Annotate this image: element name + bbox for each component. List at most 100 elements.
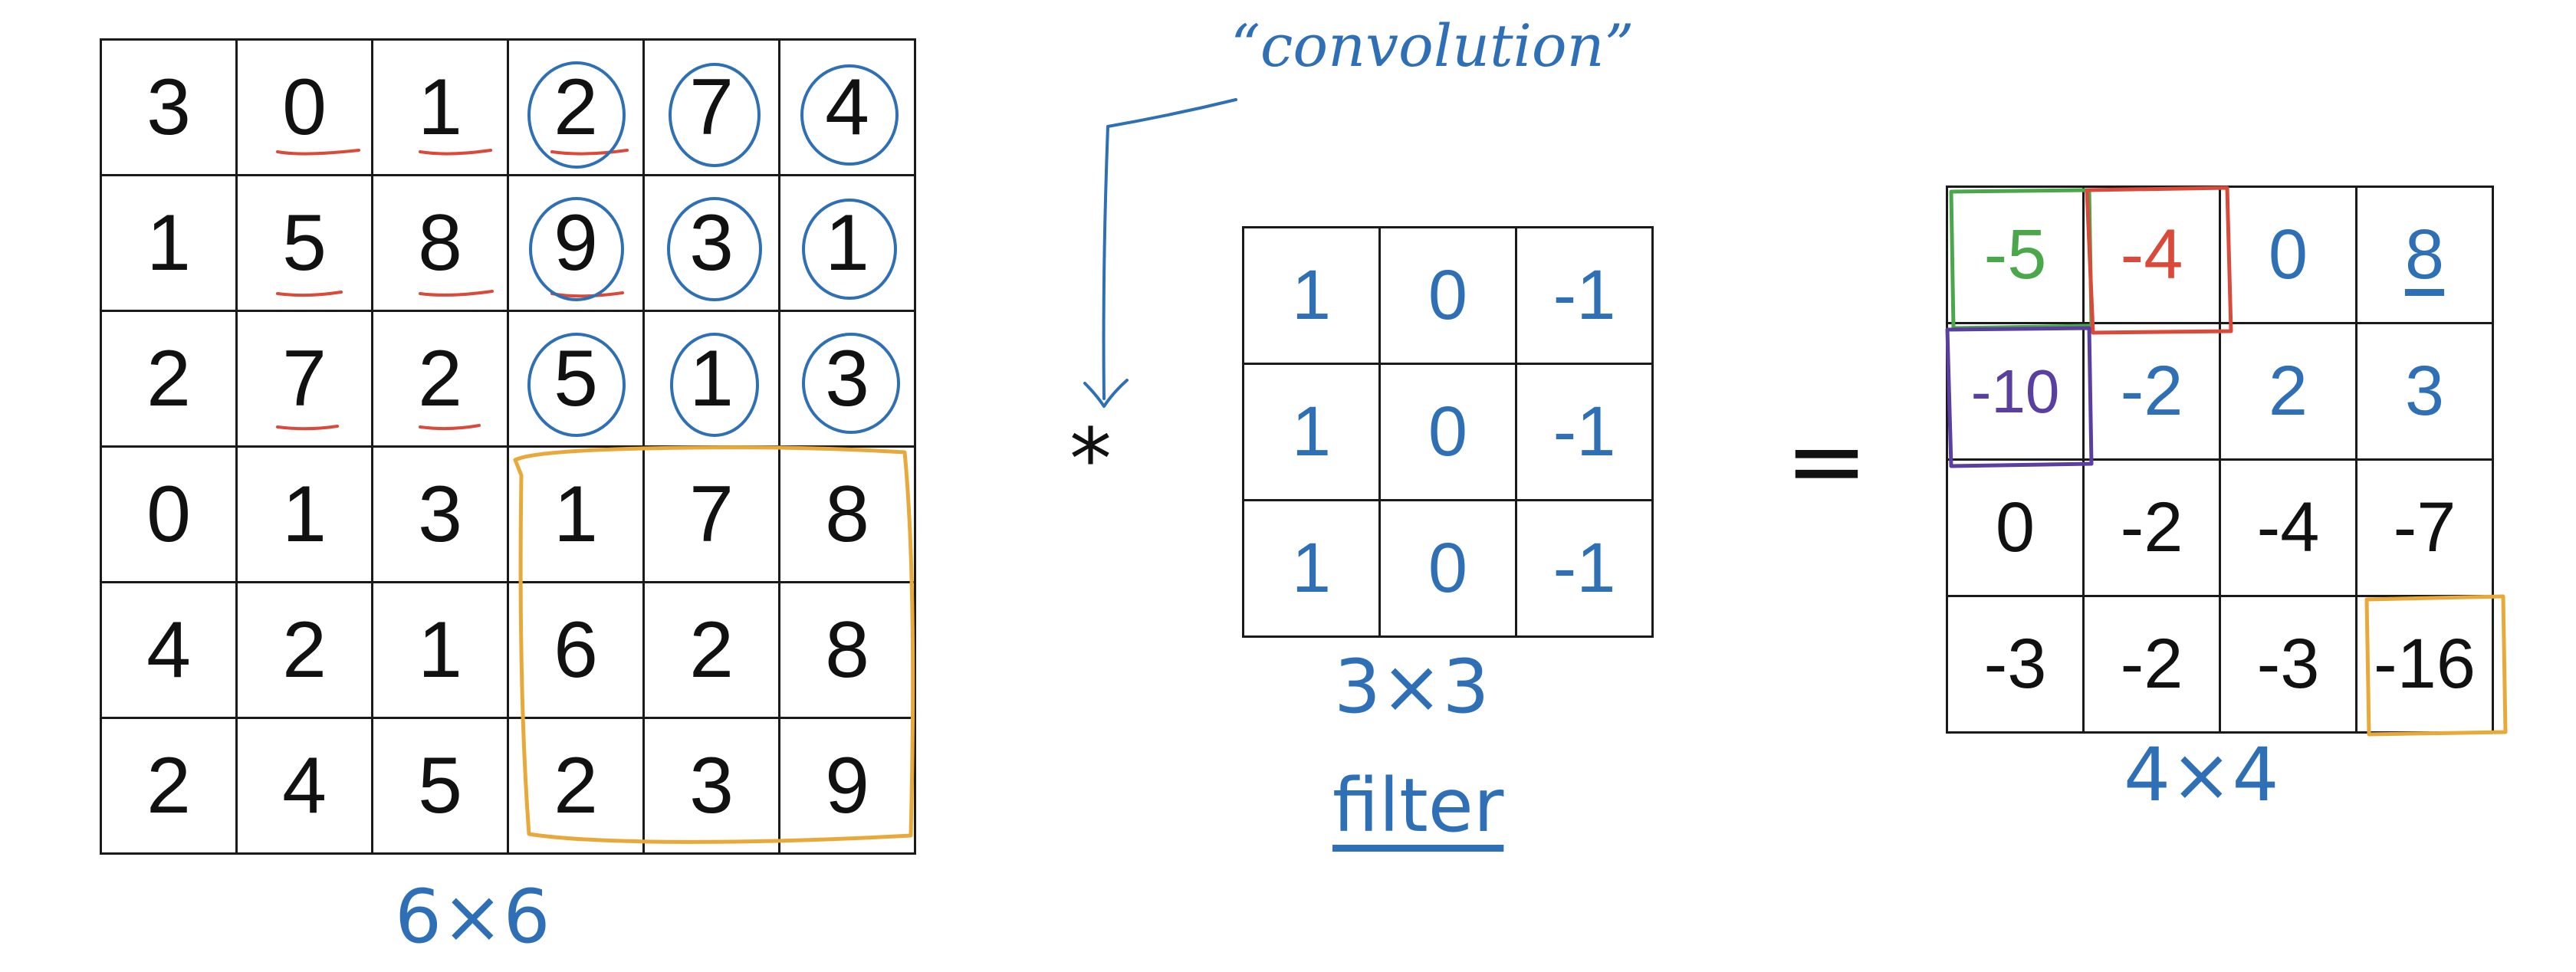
input-cell: 4 — [235, 717, 373, 855]
output-cell: 0 — [2219, 186, 2358, 324]
output-cell: 3 — [2355, 322, 2494, 461]
underline-mark — [419, 149, 492, 156]
purple-highlight-box — [1945, 326, 2094, 468]
underline-mark — [276, 149, 360, 156]
input-cell: 1 — [235, 445, 373, 583]
input-matrix: 3 0 1 2 7 4 1 5 8 9 3 1 2 7 2 5 1 3 0 1 … — [100, 38, 916, 855]
filter-matrix: 1 0 -1 1 0 -1 1 0 -1 — [1242, 226, 1654, 638]
input-cell: 1 — [371, 581, 509, 719]
input-cell: 1 — [100, 174, 238, 312]
output-cell: -2 — [2082, 458, 2221, 597]
input-cell: 4 — [778, 38, 916, 176]
circle-mark — [800, 64, 899, 166]
filter-cell: 1 — [1242, 363, 1381, 501]
circle-mark — [802, 333, 900, 434]
table-row: -5 -4 0 8 — [1946, 186, 2494, 324]
filter-cell: 0 — [1378, 499, 1517, 638]
output-cell: -3 — [2219, 595, 2358, 734]
red-underlines — [276, 149, 629, 431]
underline-mark — [550, 149, 629, 156]
output-cell: 2 — [2219, 322, 2358, 461]
circle-mark — [527, 61, 626, 169]
input-cell: 3 — [778, 310, 916, 448]
blue-circles — [527, 61, 900, 437]
input-cell: 4 — [100, 581, 238, 719]
table-row: 2 4 5 2 3 9 — [100, 717, 916, 855]
input-cell: 2 — [371, 310, 509, 448]
output-size-label: 4×4 — [2124, 732, 2279, 818]
table-row: 1 0 -1 — [1242, 363, 1654, 501]
underline-mark — [419, 424, 481, 431]
input-size-label: 6×6 — [395, 874, 550, 960]
table-row: -10 -2 2 3 — [1946, 322, 2494, 461]
underline-mark — [550, 291, 624, 298]
filter-cell: 0 — [1378, 226, 1517, 365]
input-cell: 0 — [100, 445, 238, 583]
table-row: 3 0 1 2 7 4 — [100, 38, 916, 176]
table-row: 1 0 -1 — [1242, 499, 1654, 638]
filter-size-label: 3×3 — [1334, 644, 1490, 730]
underline-mark — [276, 425, 339, 431]
output-cell: -5 — [1946, 186, 2085, 324]
input-cell: 2 — [642, 581, 780, 719]
output-cell: 0 — [1946, 458, 2085, 597]
filter-word-label: filter — [1332, 763, 1504, 849]
input-cell: 6 — [507, 581, 645, 719]
output-cell: -2 — [2082, 322, 2221, 461]
convolution-annotation: “convolution” — [1230, 11, 1635, 80]
output-matrix: -5 -4 0 8 -10 -2 2 3 0 -2 -4 -7 -3 -2 -3… — [1946, 186, 2494, 734]
table-row: 0 1 3 1 7 8 — [100, 445, 916, 583]
input-cell: 7 — [235, 310, 373, 448]
arrow-head-icon — [1083, 379, 1129, 408]
input-cell: 5 — [371, 717, 509, 855]
output-cell: -7 — [2355, 458, 2494, 597]
input-cell: 0 — [235, 38, 373, 176]
output-cell: -4 — [2082, 186, 2221, 324]
input-cell: 8 — [371, 174, 509, 312]
output-cell: 8 — [2355, 186, 2494, 324]
input-cell: 3 — [371, 445, 509, 583]
table-row: -3 -2 -3 -16 — [1946, 595, 2494, 734]
input-cell: 2 — [100, 717, 238, 855]
output-cell: -16 — [2355, 595, 2494, 734]
circle-mark — [670, 333, 759, 437]
circle-mark — [802, 199, 897, 300]
circle-mark — [667, 197, 762, 301]
filter-cell: 0 — [1378, 363, 1517, 501]
input-cell: 1 — [778, 174, 916, 312]
input-cell: 8 — [778, 445, 916, 583]
input-cell: 2 — [235, 581, 373, 719]
table-row: 0 -2 -4 -7 — [1946, 458, 2494, 597]
table-row: 1 5 8 9 3 1 — [100, 174, 916, 312]
circle-mark — [527, 333, 626, 437]
red-highlight-box — [2085, 186, 2233, 335]
orange-highlight-box — [513, 445, 915, 844]
input-cell: 2 — [100, 310, 238, 448]
input-cell: 1 — [371, 38, 509, 176]
arrow-line — [1102, 98, 1237, 400]
equals-sign: = — [1785, 402, 1868, 519]
underline-mark — [419, 290, 494, 297]
filter-cell: 1 — [1242, 499, 1381, 638]
input-cell: 3 — [100, 38, 238, 176]
table-row: 4 2 1 6 2 8 — [100, 581, 916, 719]
input-cell: 5 — [235, 174, 373, 312]
filter-cell: 1 — [1242, 226, 1381, 365]
filter-cell: -1 — [1515, 363, 1654, 501]
circle-mark — [669, 63, 761, 167]
filter-cell: -1 — [1515, 226, 1654, 365]
input-cell: 9 — [778, 717, 916, 855]
green-highlight-box — [1949, 188, 2094, 330]
output-cell: -2 — [2082, 595, 2221, 734]
input-cell: 1 — [507, 445, 645, 583]
input-cell: 3 — [642, 717, 780, 855]
circle-mark — [529, 197, 624, 301]
table-row: 1 0 -1 — [1242, 226, 1654, 365]
orange-output-box — [2364, 594, 2508, 737]
output-cell: -3 — [1946, 595, 2085, 734]
convolution-operator: * — [1070, 410, 1112, 508]
input-cell: 3 — [642, 174, 780, 312]
output-cell: -4 — [2219, 458, 2358, 597]
filter-cell: -1 — [1515, 499, 1654, 638]
